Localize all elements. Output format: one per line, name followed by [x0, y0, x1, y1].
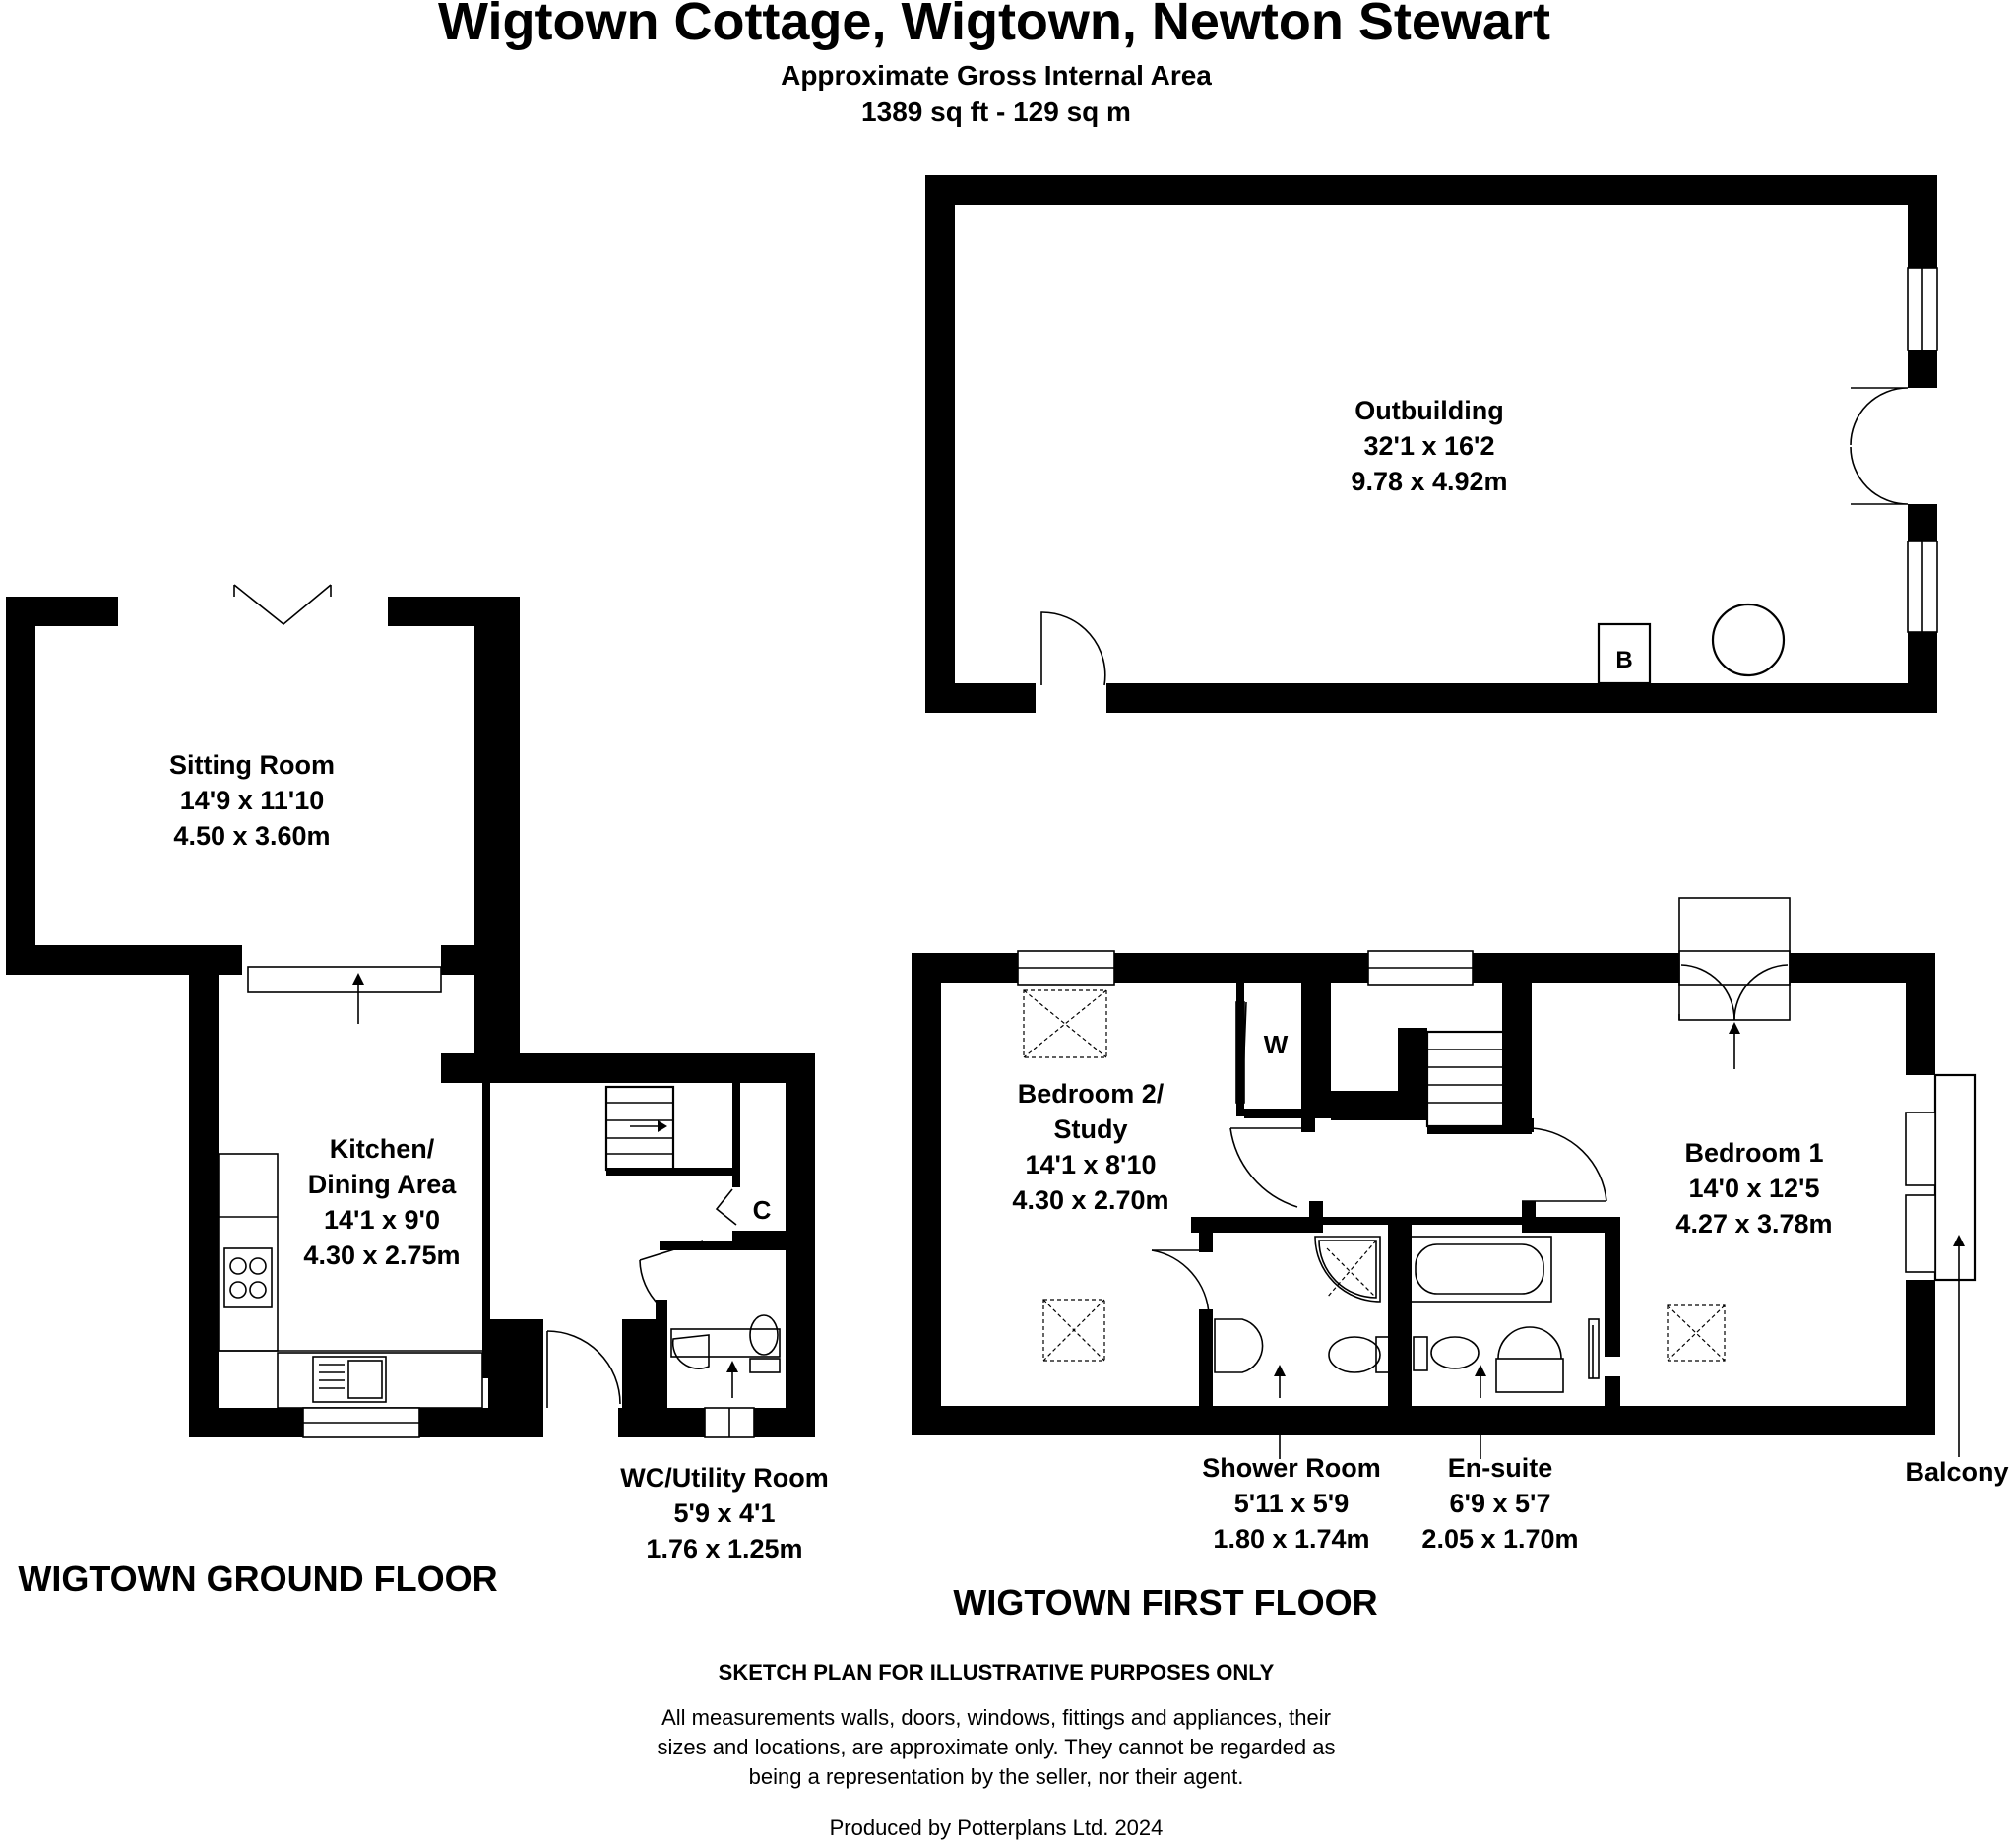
shower-room-metric: 1.80 x 1.74m	[1213, 1524, 1369, 1554]
disclaimer-line1: All measurements walls, doors, windows, …	[662, 1705, 1331, 1730]
ground-floor: C Sitting Room 14'9 x 11'10 4.50 x 3.60m…	[6, 584, 829, 1599]
area-value: 1389 sq ft - 129 sq m	[861, 96, 1131, 127]
sitting-room-metric: 4.50 x 3.60m	[173, 821, 330, 851]
bedroom2-name-line2: Study	[1053, 1114, 1127, 1144]
disclaimer-line3: being a representation by the seller, no…	[749, 1764, 1244, 1789]
kitchen-metric: 4.30 x 2.75m	[303, 1241, 460, 1270]
bedroom2-imperial: 14'1 x 8'10	[1026, 1150, 1157, 1179]
shower-room-imperial: 5'11 x 5'9	[1234, 1489, 1349, 1518]
wc-utility-name: WC/Utility Room	[620, 1463, 828, 1493]
kitchen-imperial: 14'1 x 9'0	[324, 1205, 440, 1235]
first-floor: W	[912, 897, 2009, 1622]
wc-utility-imperial: 5'9 x 4'1	[674, 1498, 776, 1528]
ensuite-metric: 2.05 x 1.70m	[1421, 1524, 1578, 1554]
bedroom2-metric: 4.30 x 2.70m	[1012, 1185, 1168, 1215]
plan-title: Wigtown Cottage, Wigtown, Newton Stewart	[438, 0, 1550, 51]
producer-credit: Produced by Potterplans Ltd. 2024	[830, 1815, 1164, 1840]
outbuilding-imperial: 32'1 x 16'2	[1364, 431, 1495, 461]
bedroom2-name-line1: Bedroom 2/	[1018, 1079, 1165, 1109]
wc-utility-metric: 1.76 x 1.25m	[646, 1534, 802, 1563]
bedroom1-metric: 4.27 x 3.78m	[1675, 1209, 1832, 1239]
area-subtitle: Approximate Gross Internal Area	[781, 60, 1212, 91]
bedroom1-name: Bedroom 1	[1684, 1138, 1823, 1168]
outbuilding-name: Outbuilding	[1354, 396, 1503, 425]
kitchen-name-line2: Dining Area	[308, 1170, 458, 1199]
kitchen-name-line1: Kitchen/	[330, 1134, 435, 1164]
cupboard-marker: C	[753, 1195, 772, 1225]
wardrobe-marker: W	[1264, 1030, 1289, 1059]
ensuite-imperial: 6'9 x 5'7	[1450, 1489, 1551, 1518]
disclaimer-title: SKETCH PLAN FOR ILLUSTRATIVE PURPOSES ON…	[719, 1660, 1275, 1685]
outbuilding: B Outbuilding 32'1 x 16'2 9.78 x 4.92m	[925, 175, 1939, 713]
outbuilding-metric: 9.78 x 4.92m	[1351, 467, 1507, 496]
balcony-name: Balcony	[1905, 1457, 2008, 1487]
ensuite-name: En-suite	[1448, 1453, 1553, 1483]
disclaimer-line2: sizes and locations, are approximate onl…	[658, 1735, 1336, 1759]
first-floor-title: WIGTOWN FIRST FLOOR	[953, 1582, 1377, 1622]
sitting-room-imperial: 14'9 x 11'10	[180, 786, 324, 815]
sitting-room-name: Sitting Room	[169, 750, 335, 780]
shower-room-name: Shower Room	[1202, 1453, 1381, 1483]
boiler-marker: B	[1615, 647, 1632, 673]
ground-floor-title: WIGTOWN GROUND FLOOR	[18, 1559, 497, 1599]
bedroom1-imperial: 14'0 x 12'5	[1689, 1174, 1820, 1203]
